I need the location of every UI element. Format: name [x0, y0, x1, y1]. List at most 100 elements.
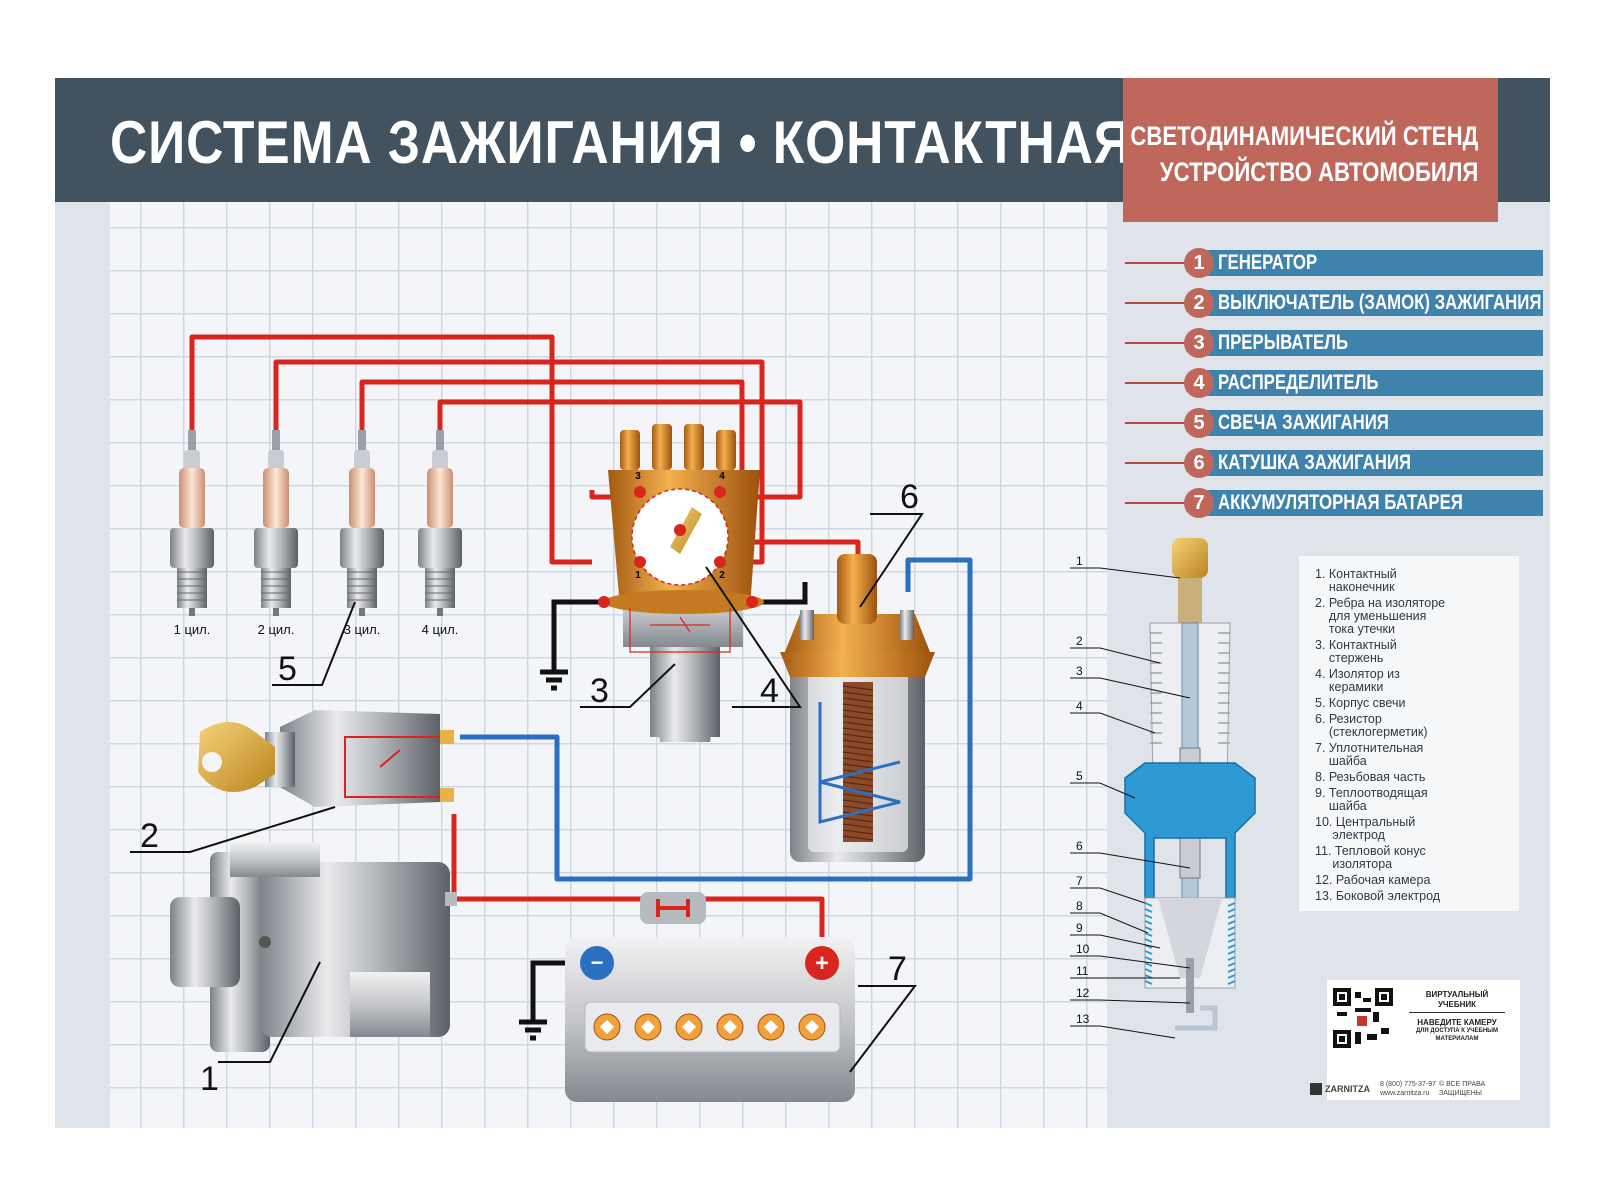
hv-wire-battery: [454, 896, 825, 947]
plug-body: [1124, 538, 1256, 1031]
part-item-3: 3. Контактный стержень: [1315, 638, 1397, 665]
part-item-5: 5. Корпус свечи: [1315, 696, 1406, 710]
qr-cta-2: ДЛЯ ДОСТУПА К УЧЕБНЫМ: [1415, 1028, 1499, 1034]
part-item-8: 8. Резьбовая часть: [1315, 770, 1426, 784]
legend-number: 2: [1184, 288, 1214, 318]
footer-phone: 8 (800) 775-37-97: [1380, 1081, 1437, 1088]
plug-callout-10: 10: [1076, 942, 1090, 956]
legend-bar: [1203, 410, 1543, 436]
legend-number: 4: [1184, 368, 1214, 398]
generator: [170, 842, 457, 1052]
legend-label: КАТУШКА ЗАЖИГАНИЯ: [1218, 451, 1411, 474]
footer-site: www.zarnitza.ru: [1380, 1090, 1430, 1097]
hv-wire-cyl4: [437, 399, 803, 500]
legend-leader-line: [1125, 462, 1185, 464]
qr-code-icon: [1333, 988, 1393, 1048]
plug-callout-8: 8: [1076, 899, 1083, 913]
legend-bar: [1203, 490, 1543, 516]
legend-label: ПРЕРЫВАТЕЛЬ: [1218, 331, 1349, 354]
spark-plug-4: [418, 430, 462, 616]
plug-callout-5: 5: [1076, 769, 1083, 783]
legend-leader-line: [1125, 262, 1185, 264]
zarnitza-logo-icon: [1310, 1083, 1322, 1095]
callout-numbers: 1 2 3 4 5 6 7: [140, 478, 919, 1098]
part-item-10: 10. Центральный электрод: [1315, 815, 1416, 842]
part-item-6: 6. Резистор (стеклогерметик): [1315, 712, 1428, 739]
fuse: [640, 892, 706, 924]
distributor-terminal-2: 2: [719, 570, 725, 581]
ignition-switch: [198, 710, 454, 807]
legend-number: 7: [1184, 488, 1214, 518]
ignition-coil: [780, 554, 935, 862]
distributor-terminal-1: 1: [635, 570, 641, 581]
plug-callout-leaders: [1070, 567, 1191, 1039]
part-item-12: 12. Рабочая камера: [1315, 873, 1431, 887]
distributor-terminal-3: 3: [635, 471, 641, 482]
cylinder-labels: 1 цил. 2 цил. 3 цил. 4 цил.: [174, 622, 459, 637]
spark-plugs: [170, 430, 462, 616]
plug-callout-7: 7: [1076, 874, 1083, 888]
lv-wires: [460, 557, 973, 882]
plug-callout-2: 2: [1076, 634, 1083, 648]
legend-leader-line: [1125, 302, 1185, 304]
distributor: 3 4 1 2: [598, 424, 764, 742]
legend-number: 6: [1184, 448, 1214, 478]
footer-rights-1: © ВСЕ ПРАВА: [1439, 1081, 1486, 1088]
hv-wire-cyl1: [189, 334, 592, 565]
distributor-terminal-4: 4: [719, 471, 725, 482]
footer-brand: ZARNITZA: [1325, 1084, 1370, 1094]
legend-bar: [1203, 450, 1543, 476]
qr-heading-2: УЧЕБНИК: [1437, 1000, 1477, 1009]
legend-bar: [1203, 290, 1543, 316]
plug-callout-1: 1: [1076, 554, 1083, 568]
legend-leader-line: [1125, 422, 1185, 424]
qr-divider: [1409, 1012, 1505, 1013]
part-item-2: 2. Ребра на изоляторе для уменьшения ток…: [1315, 596, 1446, 636]
badge-line-2: УСТРОЙСТВО АВТОМОБИЛЯ: [1159, 157, 1478, 187]
legend-leader-line: [1125, 342, 1185, 344]
lv-wire-switch-coil: [460, 557, 973, 882]
ignition-diagram: 3 4 1 2: [130, 334, 973, 1102]
legend-label: СВЕЧА ЗАЖИГАНИЯ: [1218, 411, 1389, 434]
qr-block: ВИРТУАЛЬНЫЙ УЧЕБНИК НАВЕДИТЕ КАМЕРУ ДЛЯ …: [1327, 980, 1520, 1100]
legend-label: АККУМУЛЯТОРНАЯ БАТАРЕЯ: [1218, 491, 1463, 514]
callout-7: 7: [888, 950, 907, 988]
callout-4: 4: [760, 672, 779, 710]
part-item-11: 11. Тепловой конус изолятора: [1315, 844, 1426, 871]
part-item-4: 4. Изолятор из керамики: [1315, 667, 1400, 694]
spark-plug-2: [254, 430, 298, 616]
product-badge: СВЕТОДИНАМИЧЕСКИЙ СТЕНД УСТРОЙСТВО АВТОМ…: [1123, 78, 1498, 222]
cylinder-label-2: 2 цил.: [258, 622, 295, 637]
qr-cta-3: МАТЕРИАЛАМ: [1435, 1036, 1479, 1042]
callout-3: 3: [590, 672, 609, 710]
badge-line-1: СВЕТОДИНАМИЧЕСКИЙ СТЕНД: [1130, 121, 1478, 151]
cylinder-label-4: 4 цил.: [422, 622, 459, 637]
battery-minus-icon: −: [591, 950, 604, 975]
legend-leader-line: [1125, 382, 1185, 384]
legend-label: ВЫКЛЮЧАТЕЛЬ (ЗАМОК) ЗАЖИГАНИЯ: [1218, 291, 1542, 314]
part-item-13: 13. Боковой электрод: [1315, 889, 1441, 903]
spark-plug-3: [340, 430, 384, 616]
plug-callout-11: 11: [1076, 964, 1089, 978]
plug-callout-4: 4: [1076, 699, 1083, 713]
legend-bar: [1203, 330, 1543, 356]
qr-cta-1: НАВЕДИТЕ КАМЕРУ: [1417, 1018, 1497, 1027]
callout-6: 6: [900, 478, 919, 516]
plug-callout-13: 13: [1076, 1012, 1090, 1026]
callout-2: 2: [140, 817, 159, 855]
battery: − +: [565, 937, 855, 1102]
qr-heading-1: ВИРТУАЛЬНЫЙ: [1425, 990, 1489, 999]
plug-callout-9: 9: [1076, 921, 1083, 935]
ignition-diagram-panel: 3 4 1 2: [110, 202, 1107, 1128]
legend-leader-line: [1125, 502, 1185, 504]
plug-callout-6: 6: [1076, 839, 1083, 853]
